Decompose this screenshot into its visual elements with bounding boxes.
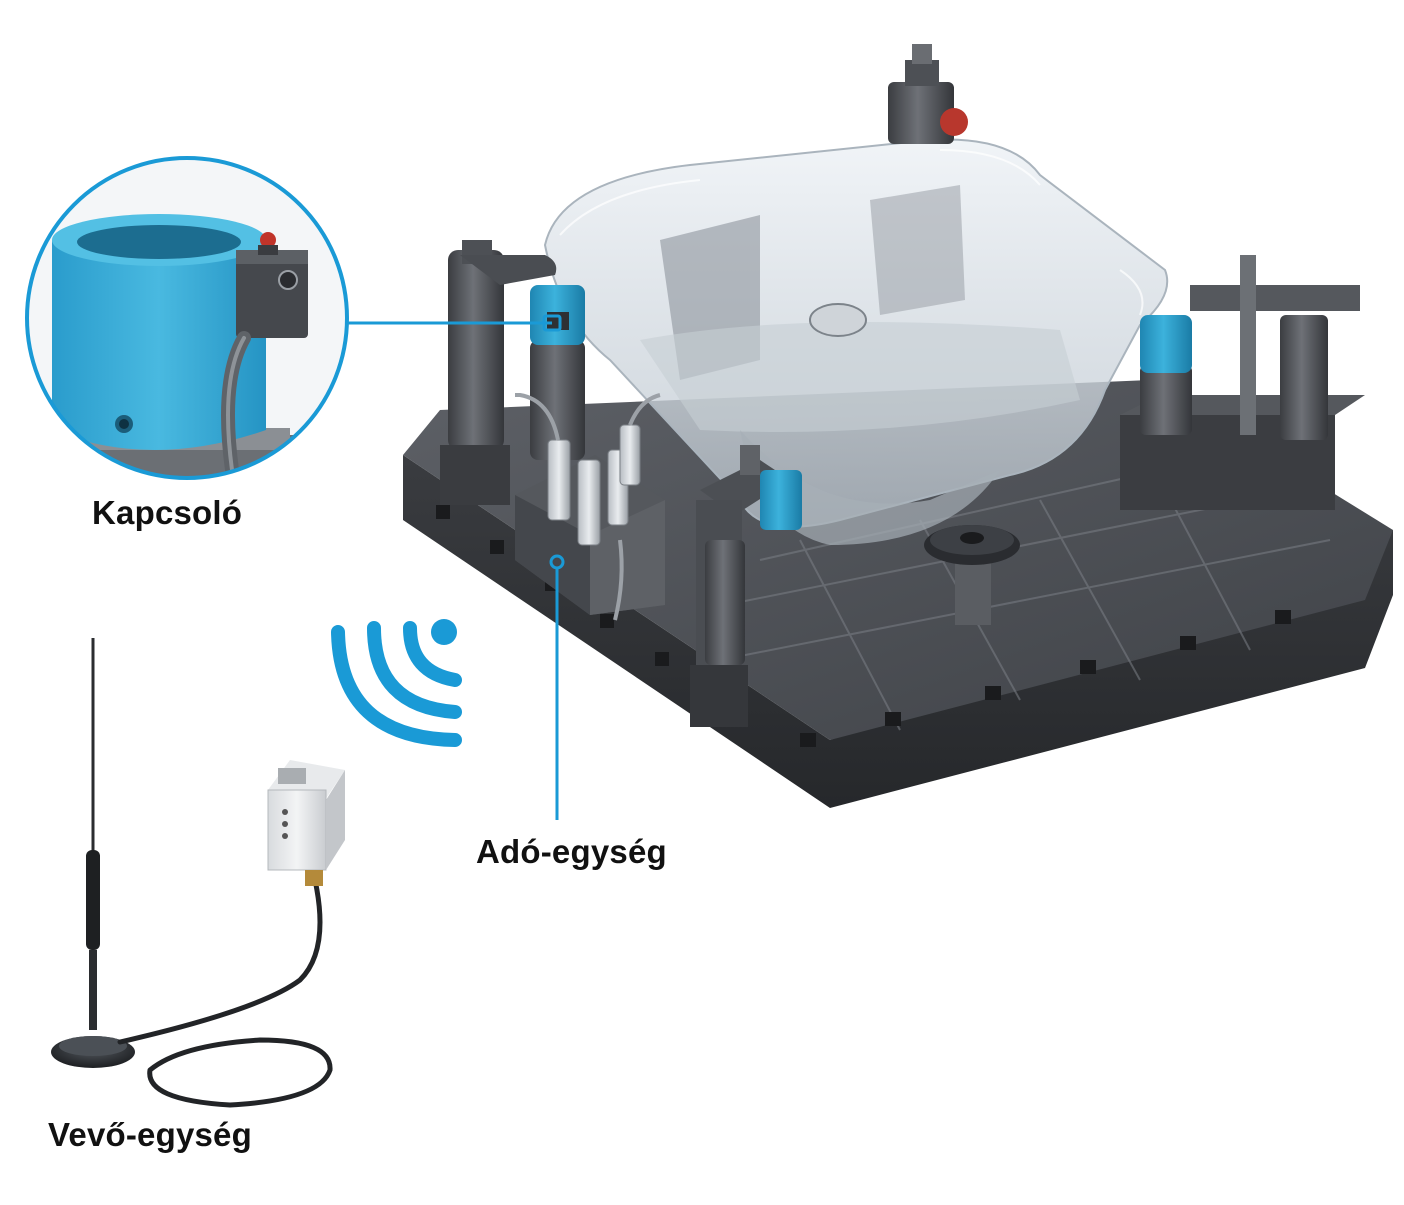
transmitter-unit (515, 393, 665, 621)
receiver-label: Vevő-egység (48, 1116, 252, 1153)
receiver-antenna (51, 638, 135, 1068)
switch-leader-marker (542, 314, 562, 332)
receiver-cable (117, 877, 333, 1108)
switch-zoom-circle (25, 156, 349, 480)
front-clamp (690, 445, 802, 727)
top-clamp (888, 44, 968, 144)
right-clamp-station (1120, 255, 1365, 510)
wireless-signal-icon (331, 619, 462, 747)
oil-pan-housing (543, 138, 1169, 545)
transmitter-label: Adó-egység (476, 833, 667, 870)
center-support (924, 525, 1020, 625)
callout-lines (347, 314, 565, 820)
transmitter-leader-marker (549, 554, 565, 570)
switch-label: Kapcsoló (92, 494, 243, 531)
receiver-module (267, 760, 345, 886)
